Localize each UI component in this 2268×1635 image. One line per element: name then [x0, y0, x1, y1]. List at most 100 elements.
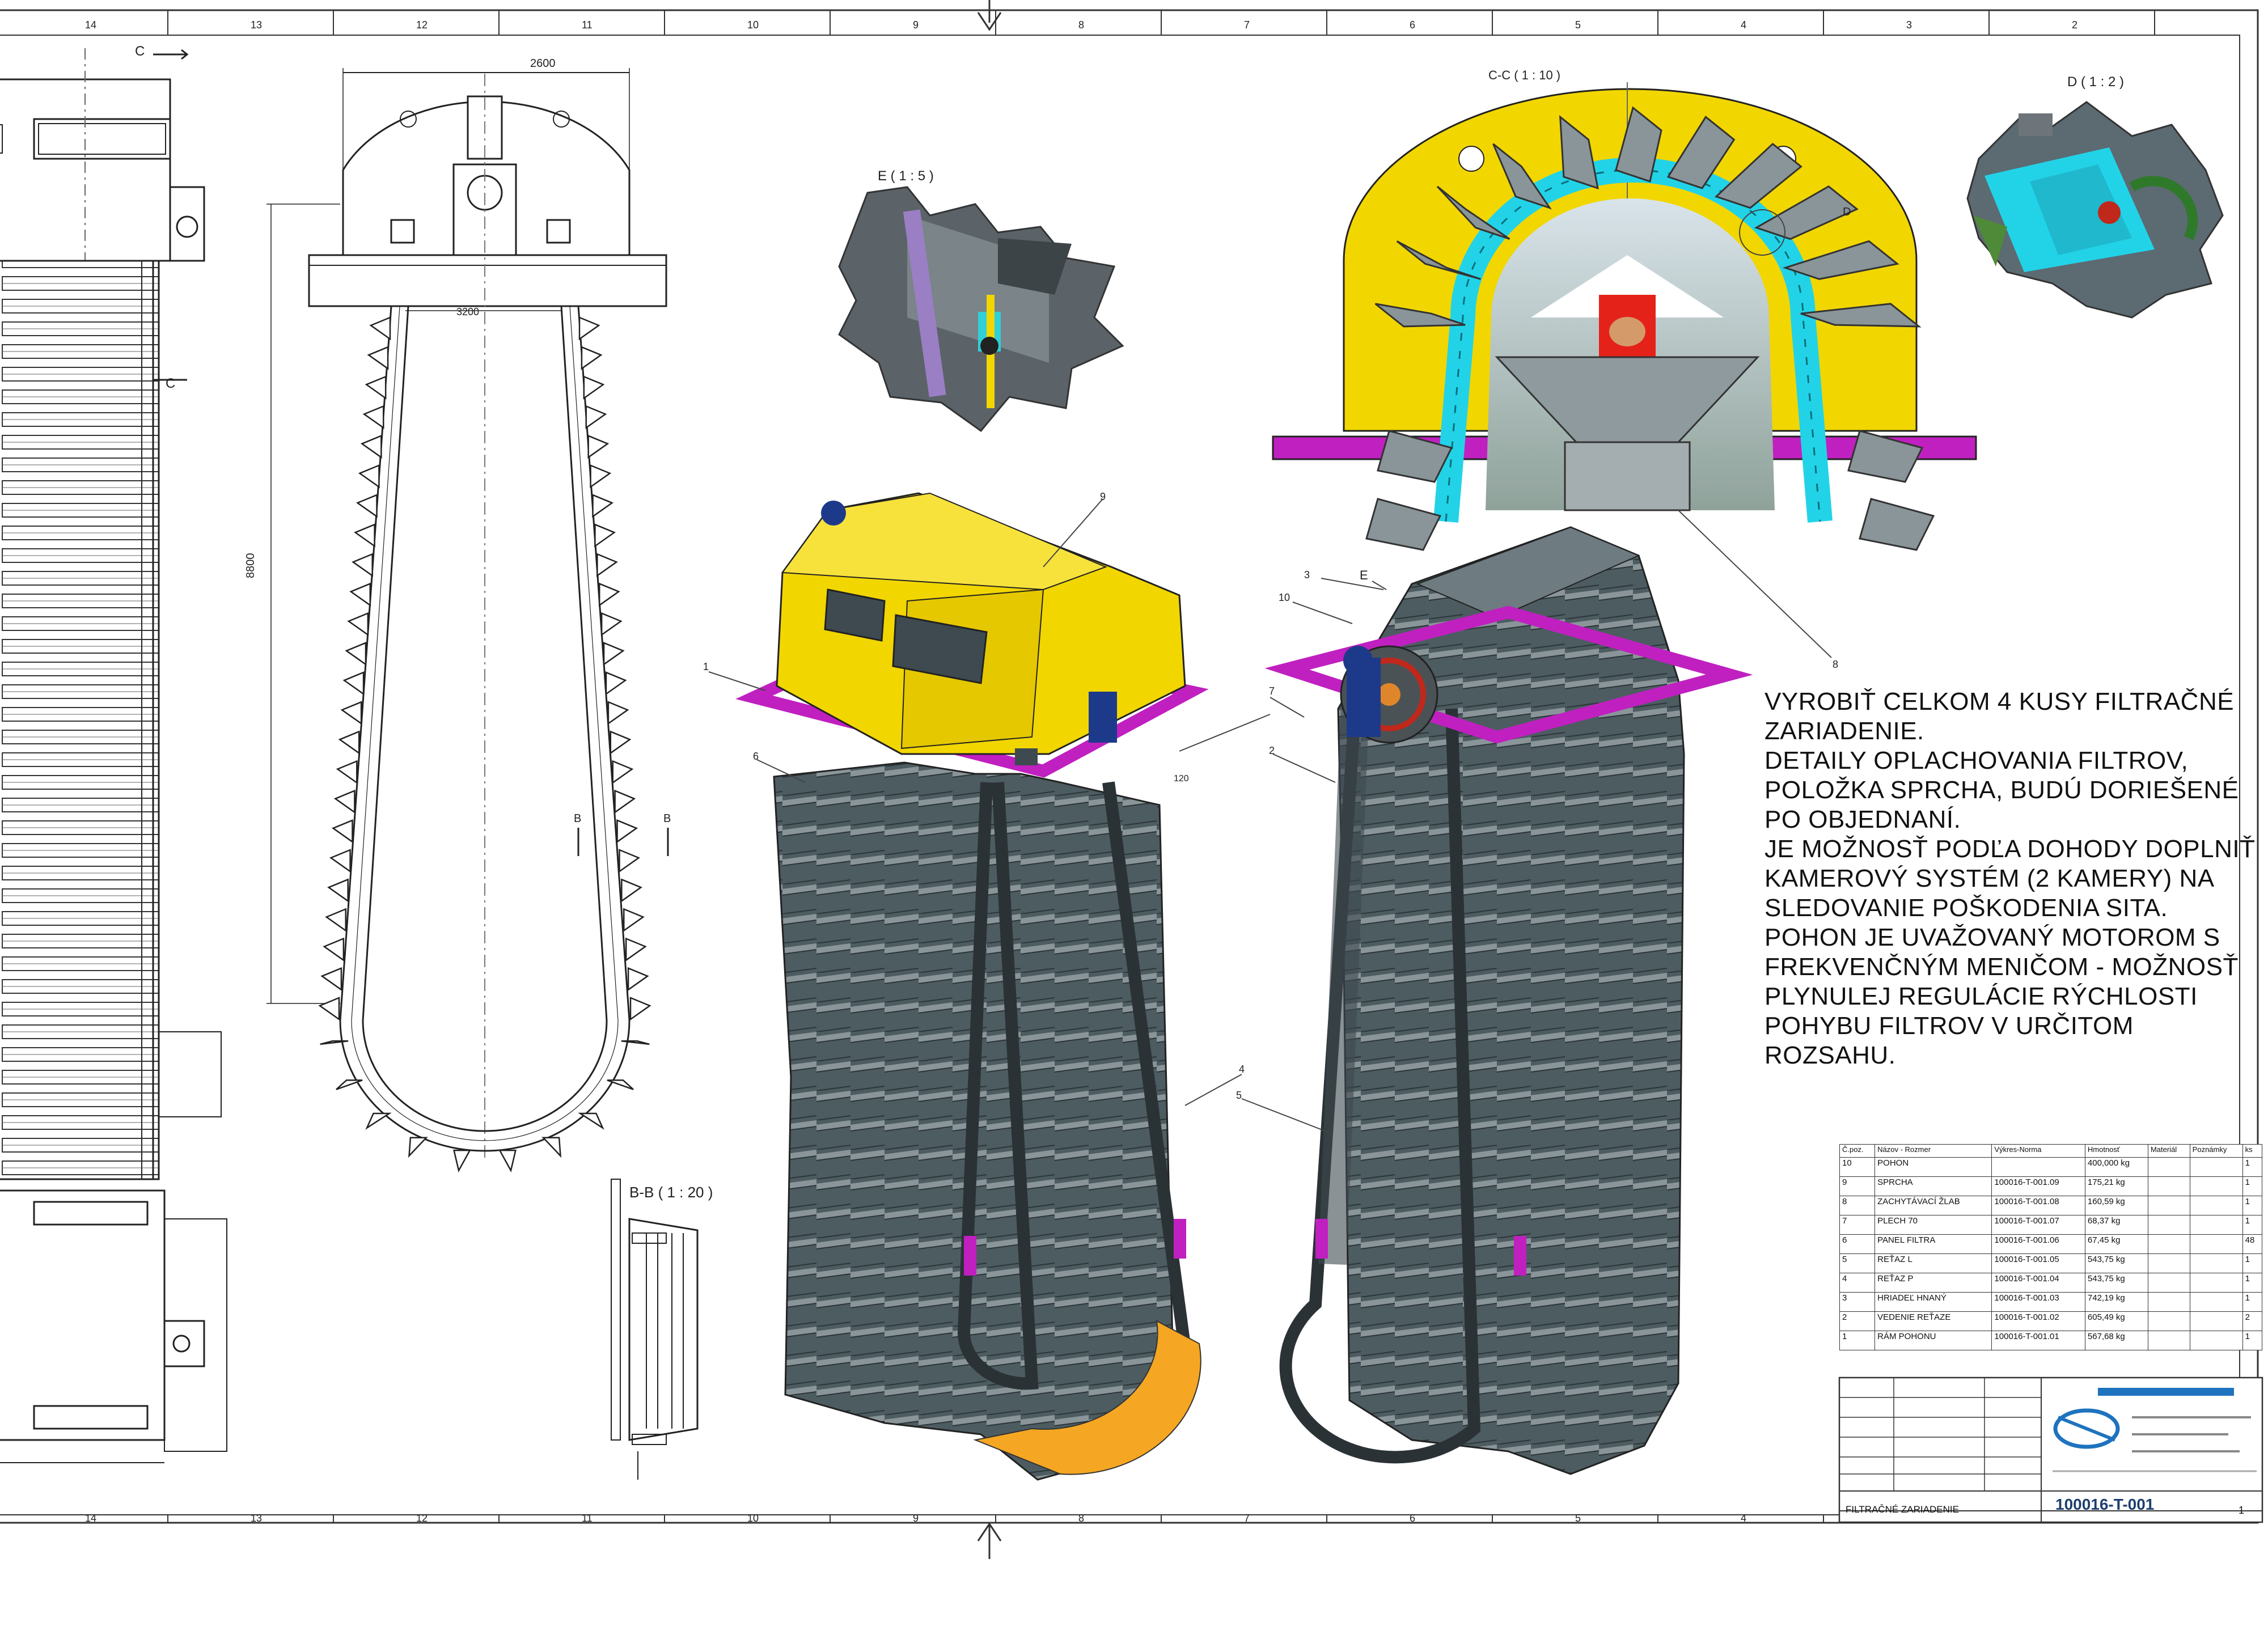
arch-panel	[1374, 303, 1466, 328]
arch-panel	[1396, 240, 1481, 280]
chain-tooth	[352, 553, 373, 577]
chain-tooth	[367, 346, 389, 370]
company-logo	[2053, 1388, 2234, 1449]
bom-pos: 7	[1839, 1215, 1876, 1235]
iso-view-left: 9 1 6 4 120	[703, 491, 1271, 1481]
chain-tooth	[347, 612, 369, 637]
bom-qty: 1	[2242, 1273, 2263, 1293]
bom-drawing: 100016-T-001.09	[1991, 1176, 2085, 1196]
chain-tooth	[598, 582, 620, 607]
dim-120: 120	[1174, 774, 1189, 783]
arch-panel	[1365, 498, 1442, 551]
chain-tooth	[369, 316, 391, 341]
note-line: PLYNULEJ REGULÁCIE RÝCHLOSTI	[1765, 982, 2198, 1010]
bom-name: PLECH 70	[1875, 1215, 1992, 1235]
bom-header-mass: Hmotnosť	[2084, 1144, 2148, 1158]
border-tick-label: 10	[747, 1513, 759, 1524]
border-tick-label: 13	[251, 1513, 262, 1524]
section-b-label-left: B	[574, 812, 581, 825]
note-line: ZARIADENIE.	[1765, 717, 1924, 745]
bom-material	[2147, 1292, 2190, 1312]
note-line: PO OBJEDNANÍ.	[1765, 806, 1961, 833]
arch-panel	[1377, 430, 1453, 483]
border-tick-label: 14	[85, 19, 96, 31]
chain-tooth	[345, 642, 367, 666]
callout-5: 5	[1236, 1090, 1242, 1101]
bom-notes	[2189, 1215, 2243, 1235]
bom-qty: 48	[2242, 1234, 2263, 1254]
border-tick-label: 5	[1575, 19, 1581, 31]
bom-material	[2147, 1331, 2190, 1350]
border-tick-label: 9	[913, 1513, 919, 1524]
border-tick-label: 8	[1078, 19, 1084, 31]
chain-tooth	[592, 494, 614, 518]
chain-tooth	[585, 405, 607, 429]
callout-7: 7	[1269, 685, 1275, 697]
border-tick-label: 7	[1244, 1513, 1250, 1524]
chain-tooth	[610, 730, 632, 755]
border-tick-label: 8	[1078, 1513, 1084, 1524]
arch-panel	[1754, 185, 1859, 240]
chain-tooth	[578, 316, 600, 341]
bom-mass: 400,000 kg	[2084, 1157, 2148, 1177]
bom-mass: 68,37 kg	[2084, 1215, 2148, 1235]
arch-panel	[1714, 142, 1802, 209]
title-block	[1838, 1376, 2263, 1523]
chain-tooth	[605, 671, 627, 696]
chain-tooth	[329, 849, 351, 873]
border-tick-label: 11	[582, 1513, 593, 1524]
border-tick-label: 12	[416, 19, 428, 31]
chain-tooth	[596, 553, 618, 577]
bom-notes	[2189, 1311, 2243, 1331]
bom-pos: 10	[1839, 1157, 1876, 1177]
bom-material	[2147, 1215, 2190, 1235]
callout-3: 3	[1304, 569, 1310, 581]
border-tick-label: 12	[416, 1513, 428, 1524]
note-line: DETAILY OPLACHOVANIA FILTROV,	[1765, 747, 2189, 774]
chain-tooth	[625, 937, 647, 962]
bom-qty: 1	[2242, 1196, 2263, 1215]
bom-material	[2147, 1196, 2190, 1215]
chain-tooth	[590, 464, 612, 489]
chain-tooth	[320, 1040, 349, 1045]
iso-view-right: 10 3 E 7 2 5 8	[1236, 526, 1838, 1475]
bom-notes	[2189, 1176, 2243, 1196]
bom-mass: 605,49 kg	[2084, 1311, 2148, 1331]
detail-e-title: E ( 1 : 5 )	[878, 168, 934, 184]
note-line: SLEDOVANIE POŠKODENIA SITA.	[1765, 894, 2168, 922]
arch-panel	[1782, 240, 1899, 280]
bom-drawing: 100016-T-001.06	[1991, 1234, 2085, 1254]
dim-width-frame: 3200	[456, 306, 479, 317]
bom-mass: 543,75 kg	[2084, 1253, 2148, 1273]
dim-width-top: 2600	[530, 57, 556, 70]
note-line: FREKVENČNÝM MENIČOM - MOŽNOSŤ	[1765, 953, 2239, 981]
bom-pos: 5	[1839, 1253, 1876, 1273]
bom-name: REŤAZ P	[1875, 1273, 1992, 1293]
chain-tooth	[541, 1137, 561, 1158]
chain-tooth	[358, 464, 380, 489]
bom-qty: 1	[2242, 1215, 2263, 1235]
bom-drawing: 100016-T-001.02	[1991, 1311, 2085, 1331]
front-view: 2600 3200 8800 B B	[244, 57, 671, 1173]
bom-qty: 1	[2242, 1292, 2263, 1312]
border-tick-label: 6	[1410, 1513, 1415, 1524]
bom-name: PANEL FILTRA	[1875, 1234, 1992, 1254]
dim-height: 8800	[244, 553, 257, 579]
chain-tooth	[318, 997, 340, 1021]
bill-of-materials: Č.poz. Názov - Rozmer Výkres-Norma Hmotn…	[1839, 1144, 2263, 1350]
bom-material	[2147, 1176, 2190, 1196]
section-c-label-mid: C	[166, 376, 175, 391]
chain-tooth	[360, 434, 382, 459]
detail-d: D ( 1 : 2 )	[1966, 74, 2224, 319]
note-line: VYROBIŤ CELKOM 4 KUSY FILTRAČNÉ	[1765, 688, 2235, 715]
section-cc-title: C-C ( 1 : 10 )	[1488, 68, 1560, 82]
chain-tooth	[607, 1079, 634, 1090]
bom-notes	[2189, 1234, 2243, 1254]
bom-qty: 1	[2242, 1331, 2263, 1350]
chain-tooth	[616, 819, 638, 844]
chain-tooth	[627, 967, 649, 992]
chain-tooth	[607, 701, 629, 725]
